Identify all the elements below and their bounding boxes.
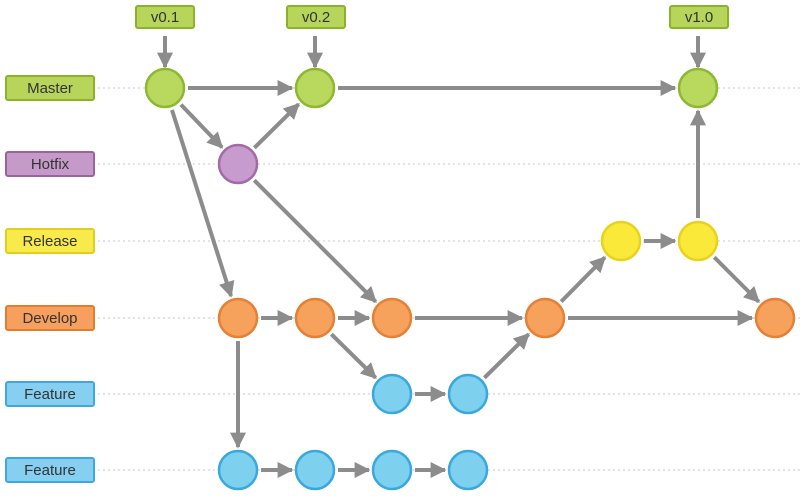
commit-node-fa1 [371,373,413,415]
lane-label-release: Release [5,228,95,254]
edge-develop-feature-a [329,332,378,380]
lane-label-develop: Develop [5,305,95,331]
edge-release-develop [712,255,761,304]
commit-node-m1 [144,67,186,109]
commit-node-m3 [677,67,719,109]
commit-node-m2 [294,67,336,109]
commit-node-fb2 [294,449,336,491]
tag-v1-0: v1.0 [669,5,729,29]
lane-label-feature-2: Feature [5,457,95,483]
edge-master-hotfix [179,103,224,149]
lane-label-master: Master [5,75,95,101]
commit-node-d3 [371,297,413,339]
lane-label-hotfix: Hotfix [5,151,95,177]
tag-v0-2: v0.2 [286,5,346,29]
commit-node-fb3 [371,449,413,491]
edge-master-develop [170,109,235,298]
commit-node-d5 [754,297,796,339]
tag-v0-1: v0.1 [135,5,195,29]
commit-node-h1 [217,143,259,185]
edge-hotfix-master [252,102,301,150]
lane-label-feature-1: Feature [5,381,95,407]
edge-develop-release [559,255,607,304]
commit-node-fb4 [447,449,489,491]
edge-feature-a-develop [482,332,531,380]
edge-hotfix-develop [252,178,378,304]
commit-node-r1 [600,220,642,262]
commit-node-fa2 [447,373,489,415]
commit-node-fb1 [217,449,259,491]
commit-node-d4 [524,297,566,339]
commit-node-d1 [217,297,259,339]
commit-node-d2 [294,297,336,339]
commit-node-r2 [677,220,719,262]
